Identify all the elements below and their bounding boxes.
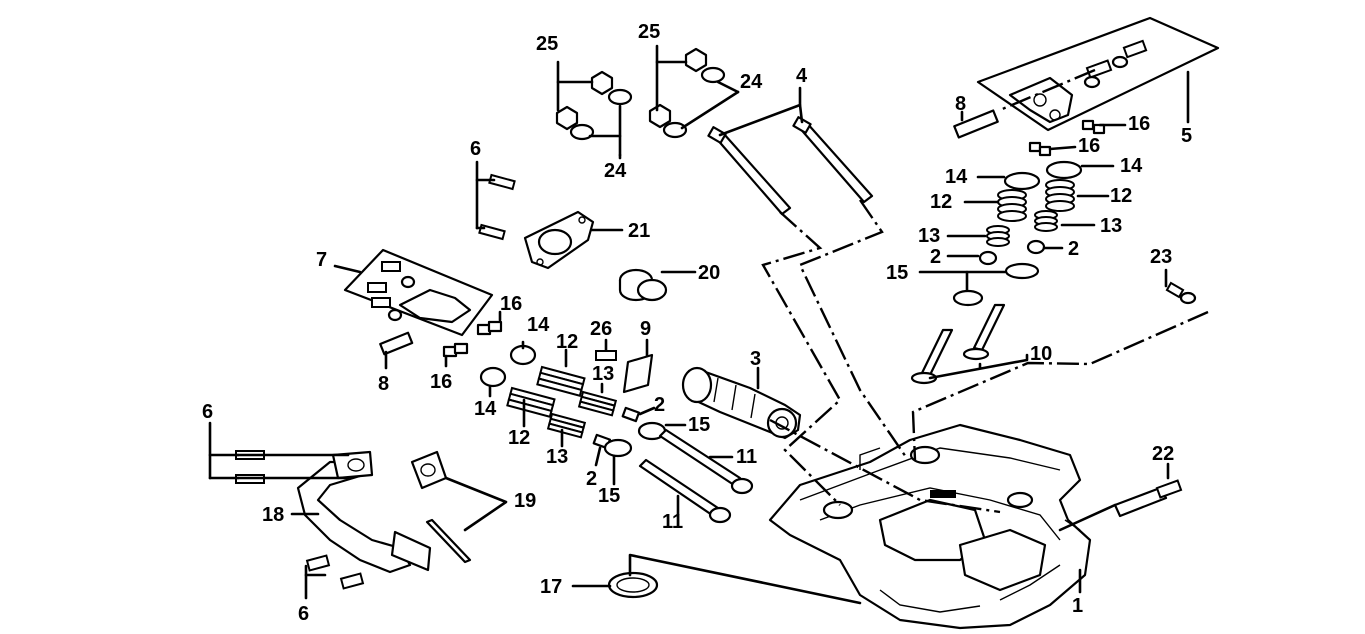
callout-8: 8 [378,373,389,395]
callout-13: 13 [546,446,568,468]
intake-flange [523,210,595,270]
studs-upper [478,173,516,241]
exhaust-pipe [296,450,432,574]
callout-1: 1 [1072,595,1083,617]
outer-valve-springs [506,179,1075,418]
callout-13: 13 [918,225,940,247]
callout-16: 16 [1078,135,1100,157]
callout-11: 11 [662,511,683,533]
inner-valve-springs [546,210,1058,439]
spark-plug [1113,479,1183,518]
callout-5: 5 [1181,125,1192,147]
intake-cap [618,268,668,302]
callout-6: 6 [202,401,213,423]
callout-25: 25 [638,21,660,43]
valves-right [910,303,1006,385]
callout-2: 2 [586,468,597,490]
callout-14: 14 [527,314,550,336]
callout-2: 2 [654,394,665,416]
callout-14: 14 [474,398,497,420]
callout-7: 7 [316,249,327,271]
callout-16: 16 [430,371,452,393]
callout-24: 24 [740,71,763,93]
callout-15: 15 [688,414,710,436]
callout-22: 22 [1152,443,1174,465]
callout-15: 15 [886,262,908,284]
callout-14: 14 [945,166,968,188]
callout-21: 21 [628,220,650,242]
cylinder-head [768,423,1092,630]
spring-retainers [479,160,1083,388]
callout-9: 9 [640,318,651,340]
leader-lines [208,44,1209,605]
callout-3: 3 [750,348,761,370]
temperature-sensor [1165,281,1197,305]
breather-plate [622,353,654,394]
callout-12: 12 [556,331,578,353]
cap-nuts-and-washers [555,47,726,141]
callout-24: 24 [604,160,627,182]
callout-14: 14 [1120,155,1143,177]
dowel-pins [442,119,1106,358]
callout-6: 6 [298,603,309,625]
callout-8: 8 [955,93,966,115]
callout-12: 12 [930,191,952,213]
callout-12: 12 [508,427,530,449]
rocker-shaft-pin-right [953,109,999,139]
callout-12: 12 [1110,185,1132,207]
rocker-arm-assembly-left [343,248,494,337]
valves-left [638,428,754,524]
callout-2: 2 [930,246,941,268]
callout-17: 17 [540,576,562,598]
callout-23: 23 [1150,246,1172,268]
rocker-shaft-pin-left [379,331,414,356]
callout-10: 10 [1030,343,1052,365]
spring-seats [603,262,1040,458]
callout-26: 26 [590,318,612,340]
callout-4: 4 [796,65,808,87]
callout-19: 19 [514,490,536,512]
rocker-arm-assembly-right [976,16,1220,132]
callout-13: 13 [592,363,614,385]
o-ring-seal [607,571,659,599]
callout-20: 20 [698,262,720,284]
callout-13: 13 [1100,215,1122,237]
callout-11: 11 [736,446,757,468]
callout-2: 2 [1068,238,1079,260]
pushrod-pair [707,116,874,216]
callout-16: 16 [500,293,522,315]
plate-bolt [595,350,617,361]
callout-15: 15 [598,485,620,507]
callout-labels: 1 2 2 2 2 3 4 5 6 6 6 7 8 8 9 10 11 11 1… [202,21,1192,625]
callout-16: 16 [1128,113,1150,135]
callout-18: 18 [262,504,284,526]
callout-25: 25 [536,33,558,55]
callout-6: 6 [470,138,481,160]
